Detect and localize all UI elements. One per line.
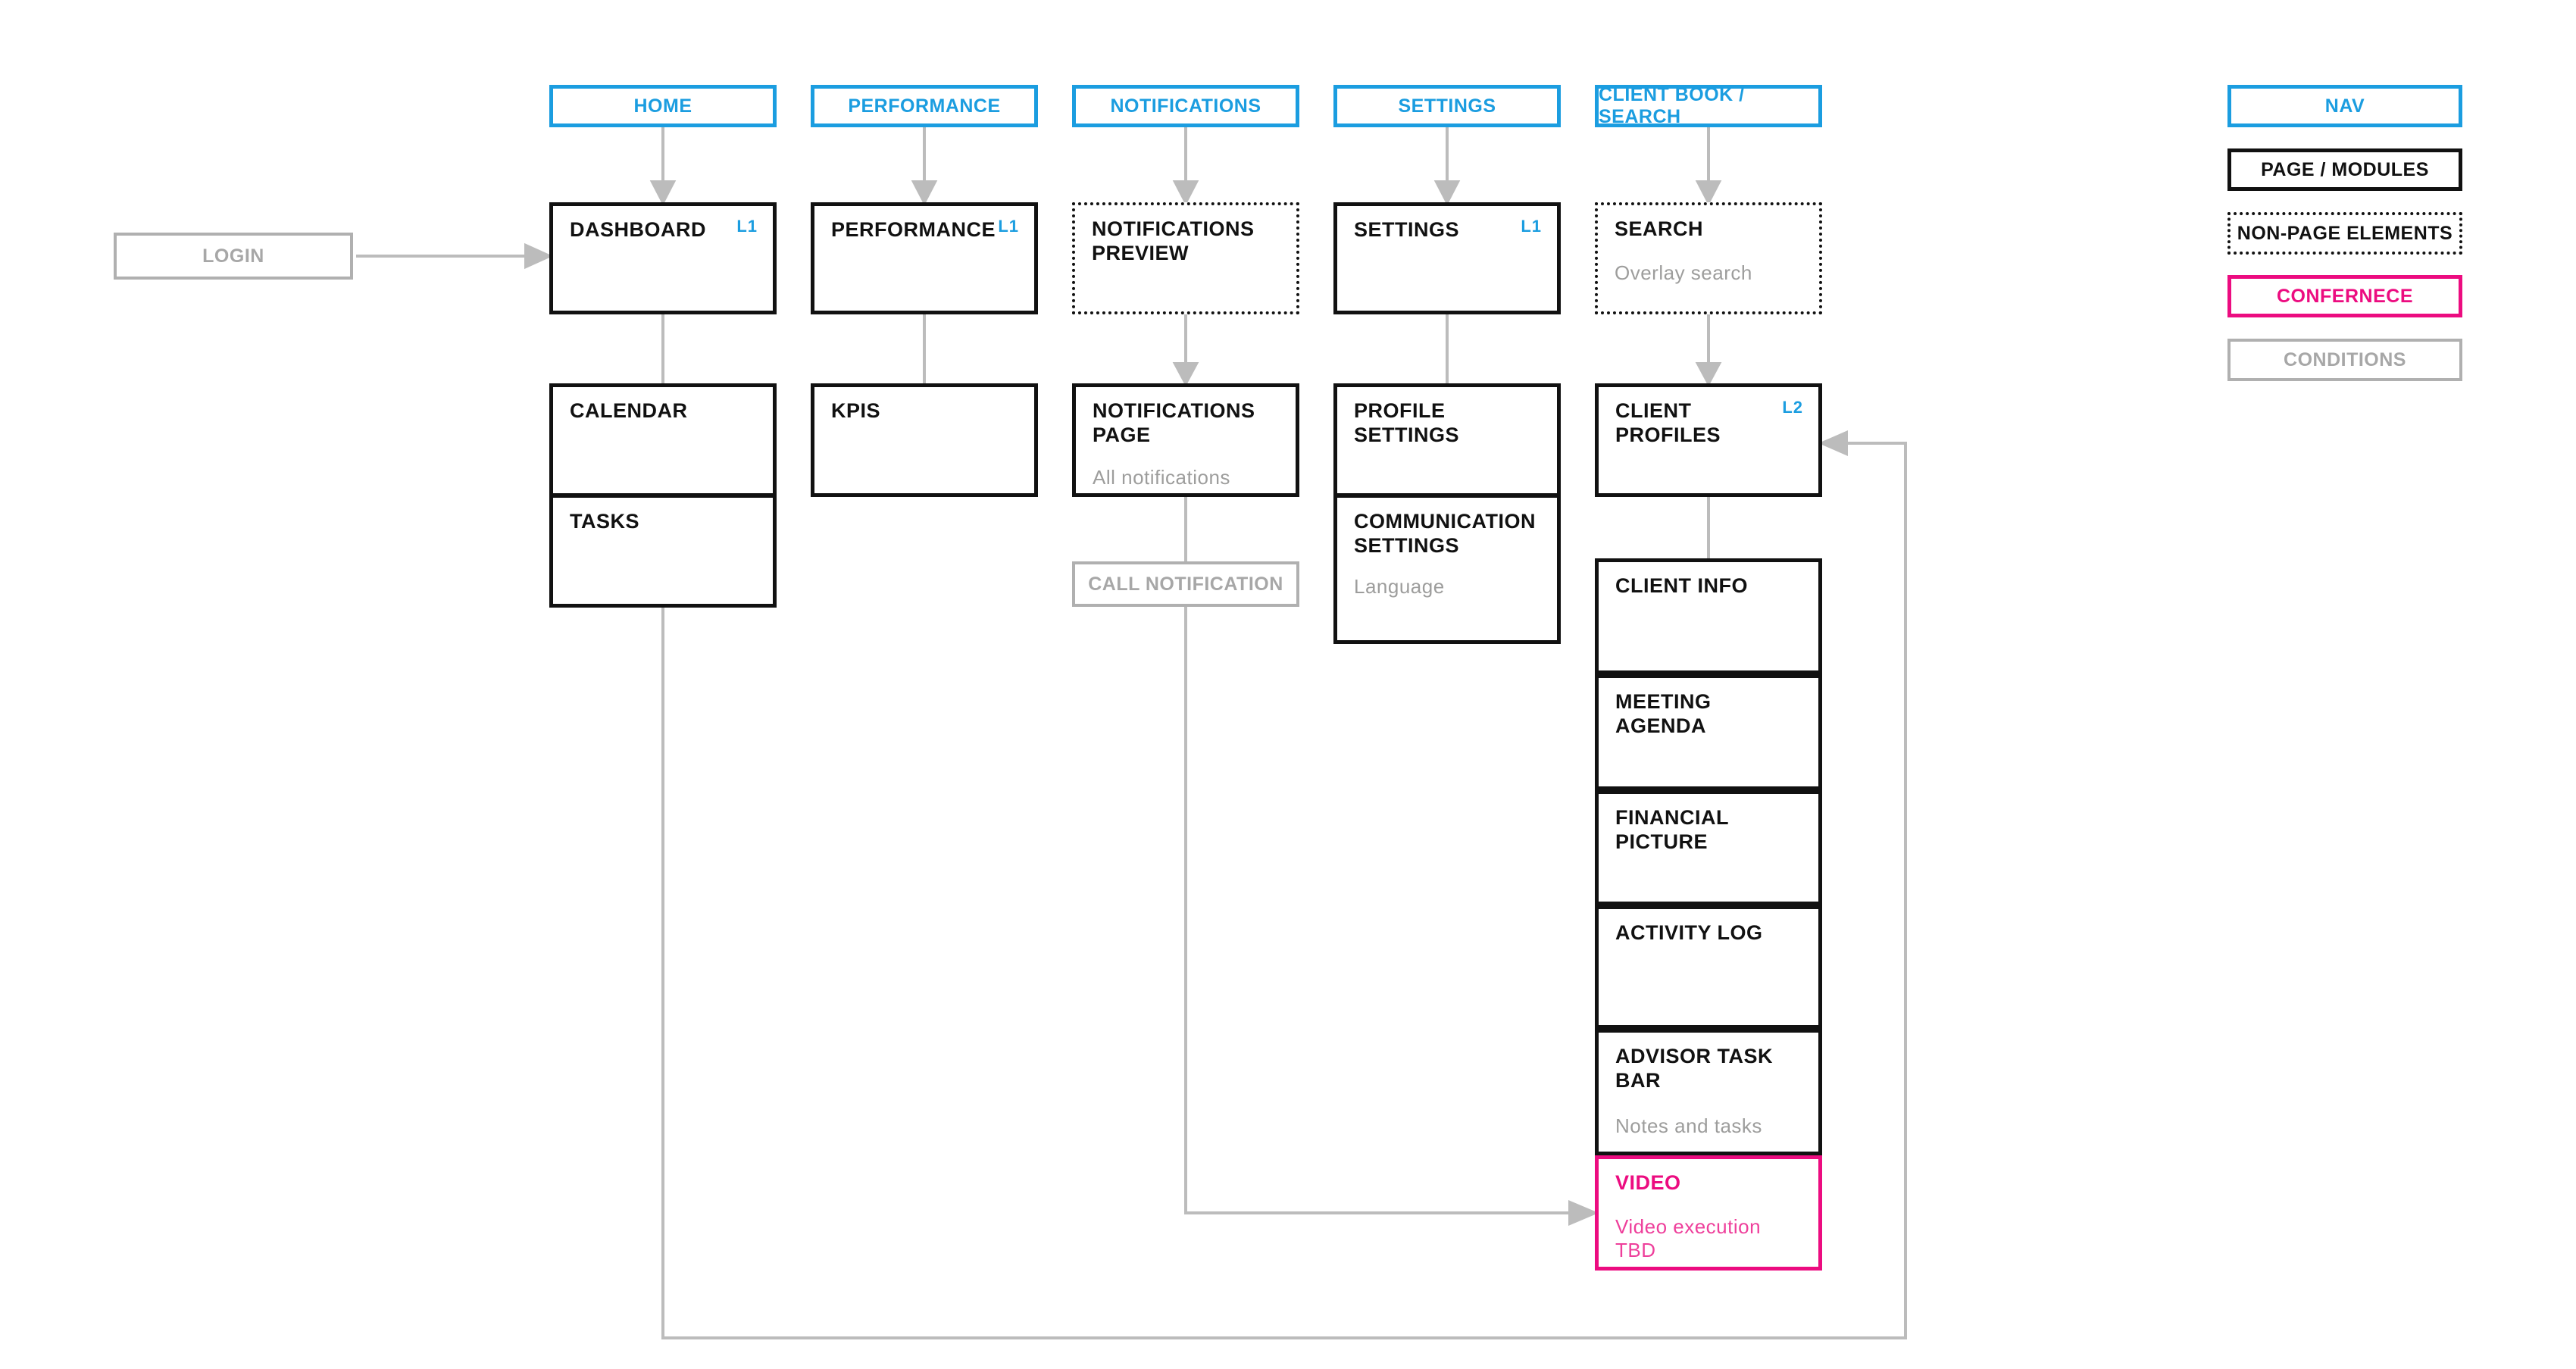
node-client-profiles-title: CLIENT PROFILES: [1615, 399, 1721, 446]
node-login: LOGIN: [114, 233, 353, 280]
connector-search-clientprofiles: [1695, 314, 1722, 387]
legend-item-conference: CONFERNECE: [2227, 275, 2462, 317]
connector-nav-home-dashboard: [649, 127, 677, 206]
node-profile-settings: PROFILE SETTINGS: [1333, 383, 1561, 497]
node-tasks: TASKS: [549, 494, 777, 608]
node-notifications-page-title: NOTIFICATIONS PAGE: [1093, 399, 1255, 446]
node-performance-title: PERFORMANCE: [831, 218, 996, 241]
legend-item-page-modules: PAGE / MODULES: [2227, 148, 2462, 191]
node-search: SEARCH Overlay search: [1595, 202, 1822, 314]
nav-tab-notifications: NOTIFICATIONS: [1072, 85, 1299, 127]
node-tasks-title: TASKS: [570, 510, 640, 533]
node-login-label: LOGIN: [202, 245, 264, 267]
node-notifications-page-subtitle: All notifications: [1093, 465, 1230, 489]
node-search-title: SEARCH: [1615, 217, 1704, 240]
legend-item-conference-label: CONFERNECE: [2276, 285, 2413, 307]
node-kpis-title: KPIS: [831, 399, 881, 422]
legend-item-nav-label: NAV: [2324, 95, 2365, 117]
connector-loopback-clientprofiles: [661, 430, 1907, 1339]
node-settings-level: L1: [1521, 217, 1542, 236]
node-financial-picture-title: FINANCIAL PICTURE: [1615, 806, 1729, 853]
legend-item-non-page-elements: NON-PAGE ELEMENTS: [2227, 212, 2462, 255]
legend-item-conditions: CONDITIONS: [2227, 339, 2462, 381]
node-client-profiles: CLIENT PROFILES L2: [1595, 383, 1822, 497]
legend-item-non-page-elements-label: NON-PAGE ELEMENTS: [2237, 222, 2453, 244]
connector-nav-performance: [911, 127, 938, 206]
nav-tab-home-label: HOME: [633, 95, 692, 117]
node-settings-title: SETTINGS: [1354, 218, 1460, 241]
nav-tab-client-book-search-label: CLIENT BOOK / SEARCH: [1599, 84, 1745, 127]
node-dashboard: DASHBOARD L1: [549, 202, 777, 314]
connector-preview-notificationspage: [1172, 314, 1199, 387]
nav-tab-performance-label: PERFORMANCE: [848, 95, 1001, 117]
node-notifications-preview: NOTIFICATIONS PREVIEW: [1072, 202, 1299, 314]
node-search-subtitle: Overlay search: [1615, 261, 1752, 284]
node-video-subtitle: Video execution TBD: [1615, 1214, 1762, 1261]
node-profile-settings-title: PROFILE SETTINGS: [1354, 399, 1460, 446]
nav-tab-client-book-search: CLIENT BOOK / SEARCH: [1595, 84, 1822, 127]
node-client-info-title: CLIENT INFO: [1615, 574, 1748, 597]
nav-tab-settings-label: SETTINGS: [1398, 95, 1496, 117]
connector-nav-notifications: [1172, 127, 1199, 206]
node-communication-settings-subtitle: Language: [1354, 574, 1445, 598]
node-video-title: VIDEO: [1615, 1171, 1681, 1194]
connector-nav-clientbook: [1695, 127, 1722, 206]
connector-notifications-video: [1184, 497, 1599, 1227]
node-calendar: CALENDAR: [549, 383, 777, 497]
node-notifications-page: NOTIFICATIONS PAGE All notifications: [1072, 383, 1299, 497]
node-calendar-title: CALENDAR: [570, 399, 688, 422]
node-client-profiles-level: L2: [1782, 398, 1803, 417]
node-activity-log: ACTIVITY LOG: [1595, 905, 1822, 1029]
node-advisor-task-bar: ADVISOR TASK BAR Notes and tasks: [1595, 1029, 1822, 1155]
node-communication-settings: COMMUNICATION SETTINGS Language: [1333, 494, 1561, 644]
connector-nav-settings: [1433, 127, 1461, 206]
node-meeting-agenda: MEETING AGENDA: [1595, 674, 1822, 790]
nav-tab-notifications-label: NOTIFICATIONS: [1110, 95, 1261, 117]
node-dashboard-level: L1: [736, 217, 758, 236]
node-performance: PERFORMANCE L1: [811, 202, 1038, 314]
node-communication-settings-title: COMMUNICATION SETTINGS: [1354, 510, 1536, 557]
node-call-notification-label: CALL NOTIFICATION: [1088, 573, 1283, 595]
nav-tab-performance: PERFORMANCE: [811, 85, 1038, 127]
node-meeting-agenda-title: MEETING AGENDA: [1615, 690, 1712, 737]
connector-login-dashboard: [356, 242, 553, 270]
node-advisor-task-bar-subtitle: Notes and tasks: [1615, 1114, 1762, 1137]
node-financial-picture: FINANCIAL PICTURE: [1595, 790, 1822, 905]
legend-item-page-modules-label: PAGE / MODULES: [2261, 158, 2429, 180]
node-notifications-preview-title: NOTIFICATIONS PREVIEW: [1092, 217, 1255, 264]
node-call-notification: CALL NOTIFICATION: [1072, 561, 1299, 607]
node-settings: SETTINGS L1: [1333, 202, 1561, 314]
node-dashboard-title: DASHBOARD: [570, 218, 706, 241]
nav-tab-settings: SETTINGS: [1333, 85, 1561, 127]
node-activity-log-title: ACTIVITY LOG: [1615, 921, 1763, 944]
node-client-info: CLIENT INFO: [1595, 558, 1822, 674]
node-performance-level: L1: [998, 217, 1019, 236]
node-advisor-task-bar-title: ADVISOR TASK BAR: [1615, 1045, 1774, 1092]
legend-item-nav: NAV: [2227, 85, 2462, 127]
legend-item-conditions-label: CONDITIONS: [2284, 349, 2406, 370]
nav-tab-home: HOME: [549, 85, 777, 127]
node-video: VIDEO Video execution TBD: [1595, 1155, 1822, 1271]
node-kpis: KPIS: [811, 383, 1038, 497]
